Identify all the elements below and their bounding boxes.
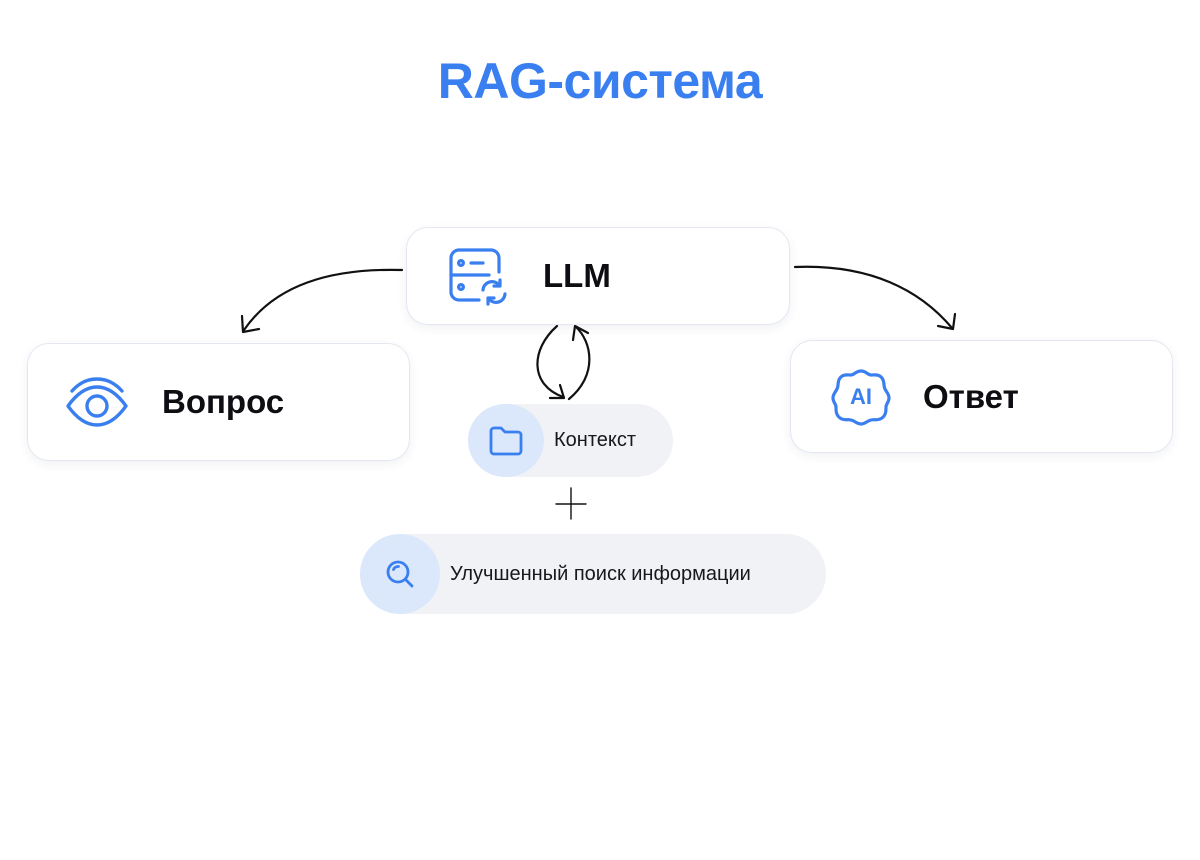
- ai-badge-icon: AI: [829, 365, 893, 429]
- cycle-arrowhead-up: [571, 324, 590, 342]
- llm-node: LLM: [406, 227, 790, 325]
- arrowhead-answer: [936, 312, 957, 331]
- server-sync-icon: [445, 244, 509, 308]
- retrieval-node: Улучшенный поиск информации: [360, 534, 826, 614]
- arrowhead-question: [240, 314, 261, 334]
- context-label: Контекст: [554, 429, 637, 451]
- retrieval-label: Улучшенный поиск информации: [450, 562, 751, 585]
- llm-label: LLM: [543, 257, 611, 294]
- search-icon: [360, 534, 440, 614]
- arrow-llm-to-answer: [793, 265, 954, 330]
- folder-icon: [468, 404, 544, 477]
- cycle-arrowhead-down: [548, 383, 566, 400]
- cycle-arrow-down: [536, 324, 565, 399]
- answer-node: AI Ответ: [790, 340, 1173, 453]
- arrow-llm-to-question: [242, 268, 404, 332]
- eye-icon: [64, 372, 130, 432]
- cycle-arrow-up: [567, 325, 591, 401]
- diagram-title: RAG-система: [437, 53, 763, 109]
- ai-badge-text: AI: [850, 383, 872, 409]
- question-label: Вопрос: [162, 383, 285, 420]
- context-node: Контекст: [468, 404, 673, 477]
- answer-label: Ответ: [923, 377, 1019, 415]
- question-node: Вопрос: [27, 343, 410, 461]
